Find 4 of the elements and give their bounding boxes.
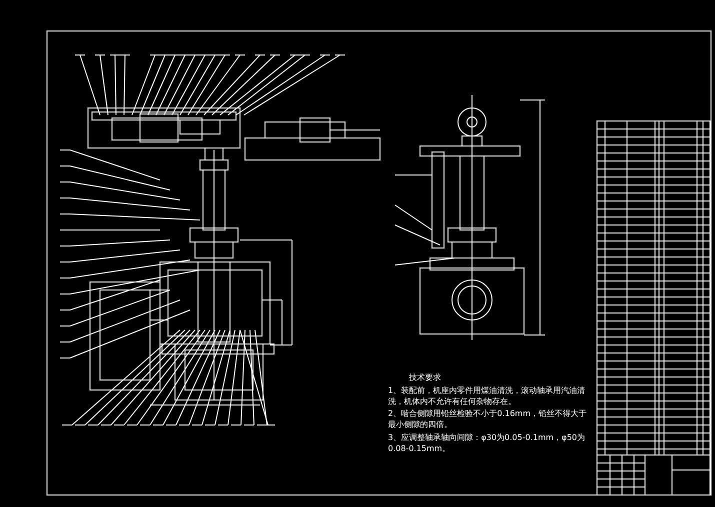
notes-heading: 技术要求 xyxy=(409,372,442,383)
note-text: 3、应调整轴承轴向间隙：φ30为0.05-0.1mm，φ50为0.08-0.15mm。 xyxy=(388,432,586,454)
note-text: 1、装配前，机座内零件用煤油清洗，滚动轴承用汽油清洗，机体内不允许有任何杂物存在。 xyxy=(388,385,586,407)
note-text: 2、啮合侧隙用铅丝检验不小于0.16mm，铅丝不得大于最小侧隙的四倍。 xyxy=(388,408,588,430)
